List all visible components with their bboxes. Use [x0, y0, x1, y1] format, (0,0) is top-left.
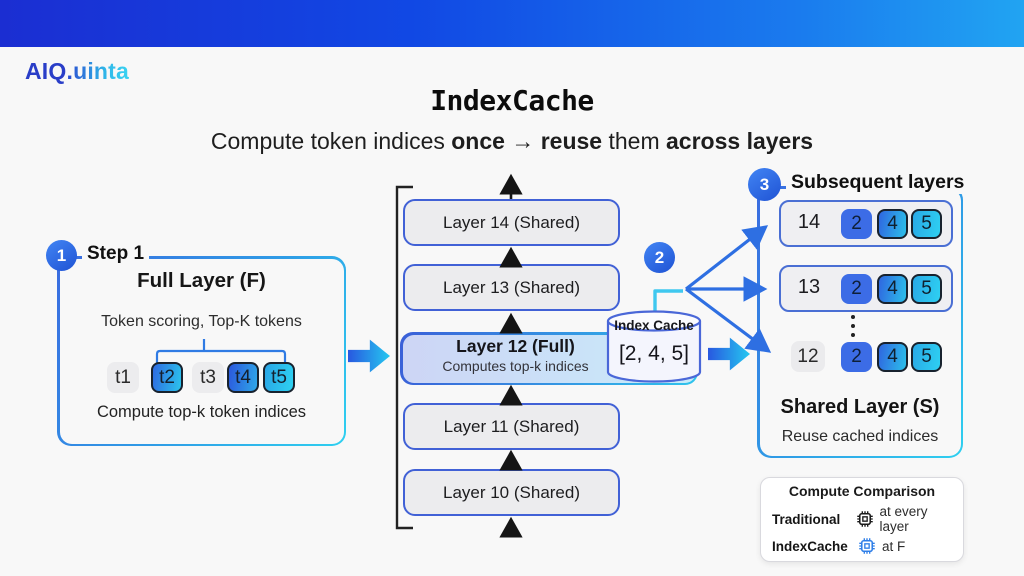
comparison-name: IndexCache: [772, 538, 848, 554]
brand-logo: AIQ.uinta: [25, 58, 129, 85]
row-13-chip-4: 4: [877, 274, 908, 304]
vertical-ellipsis-icon: [851, 324, 855, 328]
row-13-number: 13: [797, 276, 821, 298]
layer-13-box: Layer 13 (Shared): [403, 264, 620, 311]
step2-badge: 2: [644, 242, 675, 273]
layer-12-subtitle: Computes top-k indices: [442, 358, 589, 374]
step3-badge: 3: [748, 168, 781, 201]
step1-label: Step 1: [82, 243, 150, 265]
row-12-chip-5: 5: [911, 342, 942, 372]
cpu-icon: [859, 538, 875, 554]
cache-connector-line: [653, 289, 683, 316]
top-gradient-bar: [0, 0, 1024, 47]
layer-11-box: Layer 11 (Shared): [403, 403, 620, 450]
brand-logo-part1: AIQ: [25, 58, 67, 84]
token-t1: t1: [107, 362, 139, 393]
comparison-title: Compute Comparison: [788, 483, 936, 499]
token-scoring-text: Token scoring, Top-K tokens: [101, 313, 302, 330]
step1-badge: 1: [46, 240, 77, 271]
row-12-chip-2: 2: [841, 342, 872, 372]
comparison-desc: at F: [882, 538, 906, 554]
comparison-desc: at every layer: [879, 504, 928, 534]
flow-arrow-step1-to-stack-icon: [348, 339, 390, 373]
subtitle-seg-bold: reuse: [540, 128, 603, 154]
comparison-row-indexcache: IndexCache at F: [772, 535, 958, 557]
subtitle-seg-bold: once: [451, 128, 505, 154]
row-12-chip-4: 4: [877, 342, 908, 372]
subtitle-seg: them: [602, 128, 667, 154]
token-t5-selected: t5: [263, 362, 295, 393]
subtitle: Compute token indices once → reuse them …: [0, 128, 1024, 155]
subtitle-seg-bold: across layers: [666, 128, 814, 154]
index-cache-label: Index Cache: [614, 318, 694, 333]
row-14-chip-5: 5: [911, 209, 942, 239]
page-title: IndexCache: [430, 84, 594, 117]
row-12-number: 12: [791, 341, 825, 372]
row-13-chip-2: 2: [841, 274, 872, 304]
cpu-icon: [856, 511, 873, 527]
comparison-row-traditional: Traditional at every layer: [772, 504, 958, 534]
index-cache-value: [2, 4, 5]: [618, 342, 690, 365]
comparison-name: Traditional: [772, 511, 841, 527]
vertical-ellipsis-icon: [851, 315, 855, 319]
step1-caption: Compute top-k token indices: [96, 403, 307, 421]
full-layer-heading: Full Layer (F): [137, 269, 266, 292]
row-14-chip-2: 2: [841, 209, 872, 239]
row-14-chip-4: 4: [877, 209, 908, 239]
token-t2-selected: t2: [151, 362, 183, 393]
subtitle-arrow: →: [504, 128, 541, 154]
subsequent-title: Subsequent layers: [786, 171, 970, 194]
layer-10-box: Layer 10 (Shared): [403, 469, 620, 516]
layer-12-title: Layer 12 (Full): [456, 336, 575, 356]
token-t4-selected: t4: [227, 362, 259, 393]
brand-logo-part2: .uinta: [66, 58, 130, 84]
subtitle-seg: Compute token indices: [210, 128, 452, 154]
shared-layer-heading: Shared Layer (S): [780, 396, 940, 418]
token-t3: t3: [192, 362, 224, 393]
layer-14-box: Layer 14 (Shared): [403, 199, 620, 246]
shared-layer-caption: Reuse cached indices: [781, 428, 939, 445]
row-14-number: 14: [797, 211, 821, 233]
vertical-ellipsis-icon: [851, 333, 855, 337]
flow-arrow-cache-to-subsequent-icon: [708, 337, 750, 371]
row-13-chip-5: 5: [911, 274, 942, 304]
